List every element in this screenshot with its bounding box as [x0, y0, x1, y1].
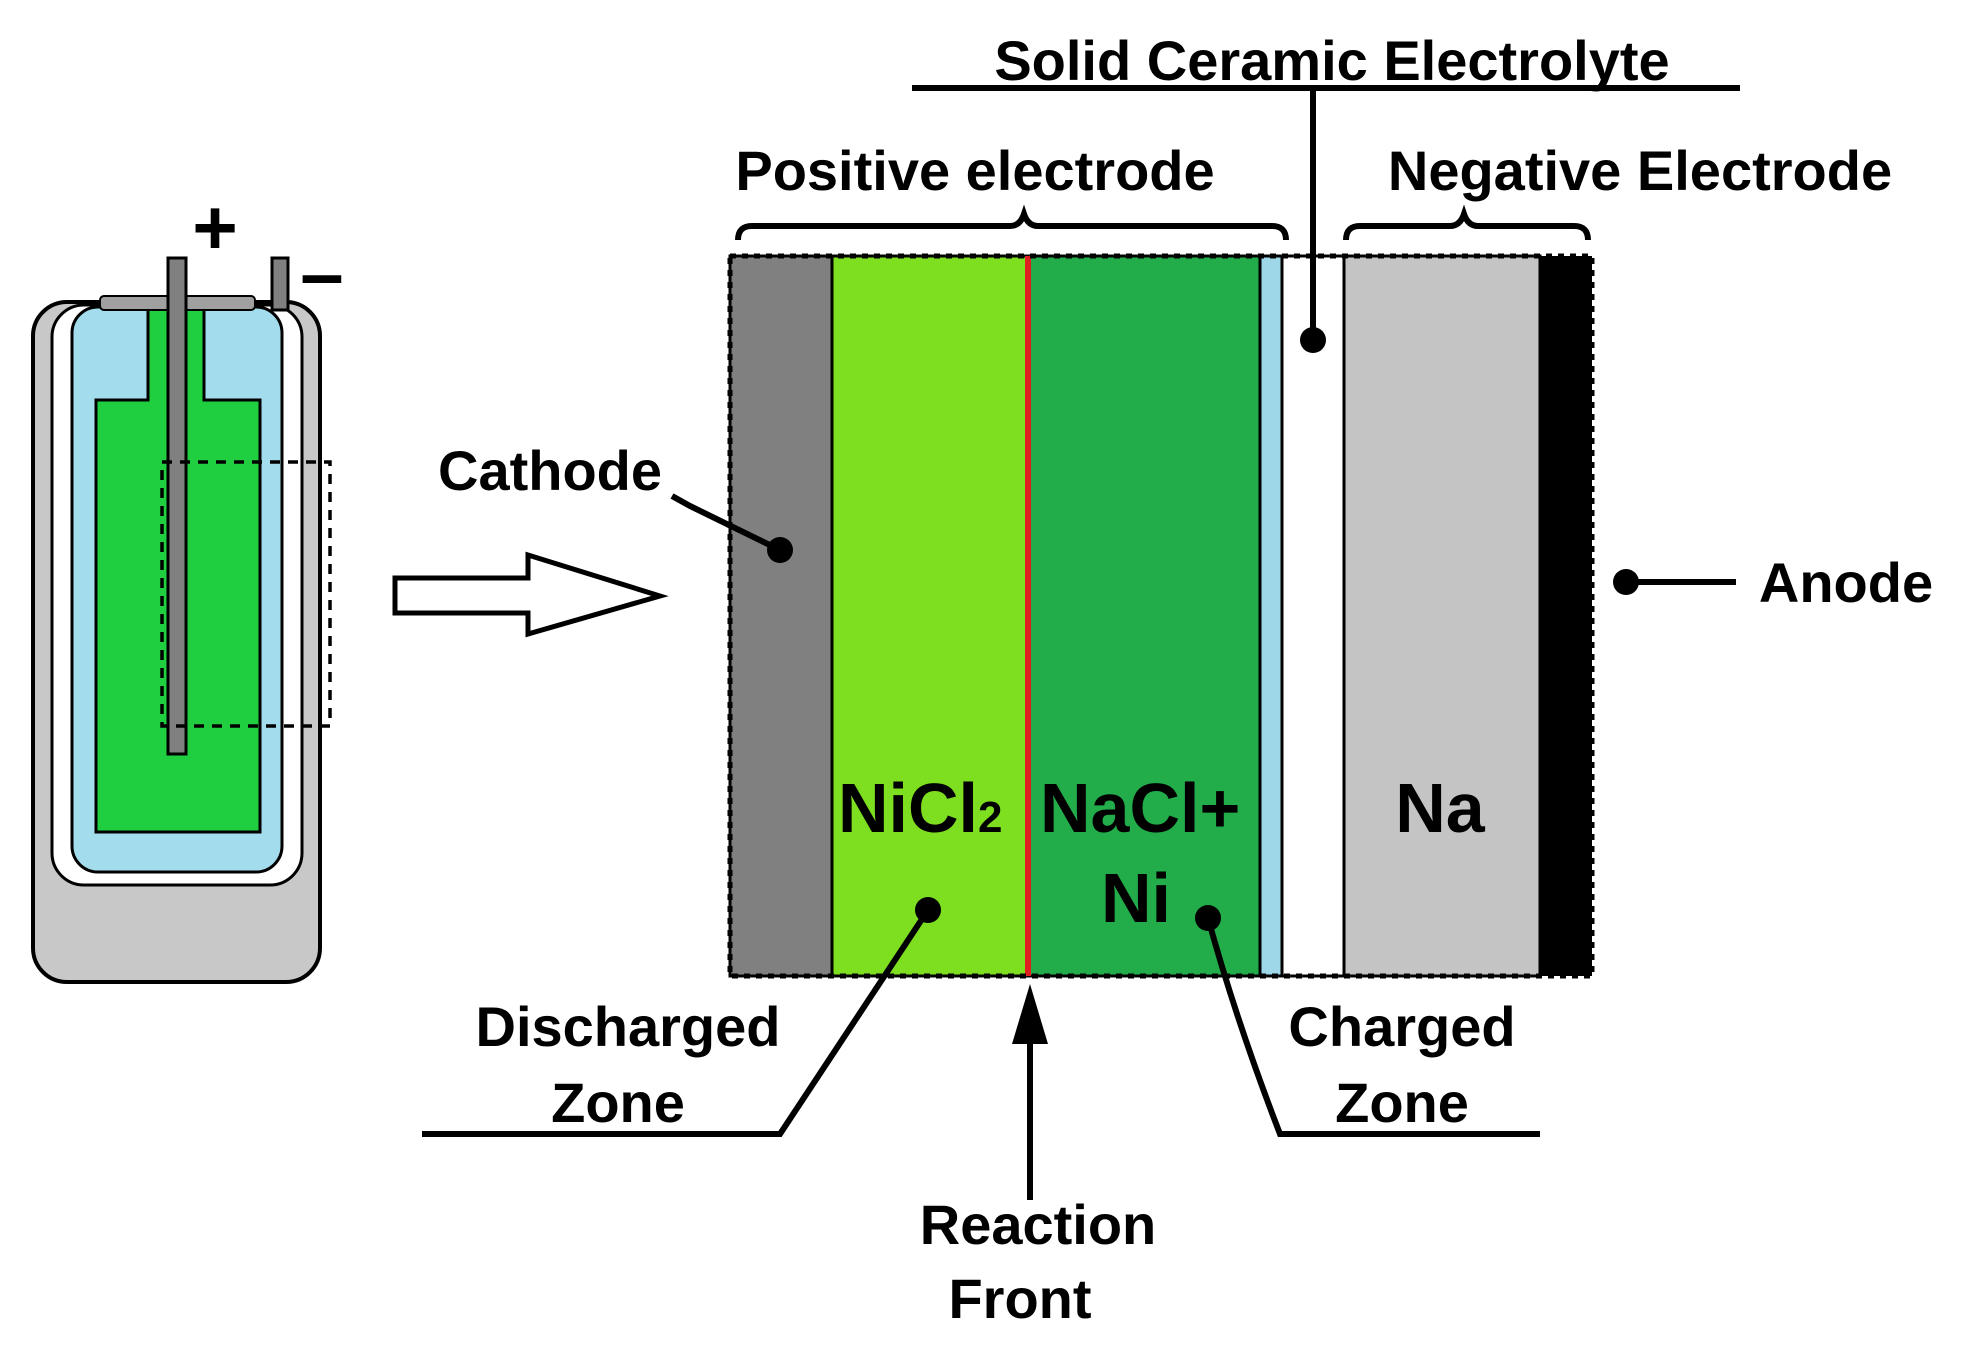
discharged-zone-leader-line	[422, 908, 931, 1137]
thin-interface-layer	[1258, 254, 1284, 978]
cell-layers	[727, 253, 1595, 979]
nacl-ni-charged-layer	[1026, 254, 1262, 978]
reaction-front-label-line2: Front	[948, 1267, 1091, 1330]
cathode-leader-dot	[767, 537, 793, 563]
solid-ceramic-electrolyte-label: Solid Ceramic Electrolyte	[994, 29, 1669, 92]
electrolyte-leader-dot	[1300, 327, 1326, 353]
charged-zone-leader-dot	[1195, 905, 1221, 931]
nacl-ni-label-line2: Ni	[1101, 859, 1171, 937]
reaction-front-label-line1: Reaction	[920, 1193, 1157, 1256]
zoom-arrow	[392, 551, 669, 638]
nicl2-subscript: 2	[978, 793, 1002, 842]
positive-terminal-sign: +	[192, 183, 238, 271]
charged-zone-leader-line	[1205, 917, 1540, 1137]
discharged-zone-label-line2: Zone	[551, 1071, 685, 1134]
nicl2-label: NiCl2	[838, 769, 1002, 847]
cell-collector-rod	[166, 256, 188, 756]
reaction-front-arrow-head	[1012, 984, 1048, 1044]
positive-electrode-bracket	[735, 204, 1289, 241]
nicl2-discharged-layer	[830, 254, 1030, 978]
nicl2-main: NiCl	[838, 769, 978, 847]
discharged-zone-label-line1: Discharged	[476, 995, 781, 1058]
nacl-ni-label-line1: NaCl+	[1040, 769, 1240, 847]
anode-label: Anode	[1759, 551, 1933, 614]
sodium-layer	[1342, 254, 1542, 978]
anode-collector-layer	[1540, 256, 1592, 976]
positive-electrode-label: Positive electrode	[735, 139, 1214, 202]
battery-cell: + –	[31, 183, 344, 984]
cathode-label: Cathode	[438, 439, 662, 502]
ceramic-electrolyte-layer	[1280, 254, 1346, 978]
negative-terminal-sign: –	[300, 229, 343, 317]
cathode-collector-layer	[728, 254, 834, 978]
sodium-label: Na	[1395, 769, 1486, 847]
negative-electrode-bracket	[1343, 204, 1591, 241]
anode-leader-dot	[1613, 569, 1639, 595]
cell-negative-terminal	[270, 256, 290, 312]
discharged-zone-leader-dot	[915, 897, 941, 923]
charged-zone-label-line2: Zone	[1335, 1071, 1469, 1134]
charged-zone-label-line1: Charged	[1288, 995, 1515, 1058]
cathode-leader-line	[670, 493, 782, 553]
negative-electrode-label: Negative Electrode	[1388, 139, 1892, 202]
